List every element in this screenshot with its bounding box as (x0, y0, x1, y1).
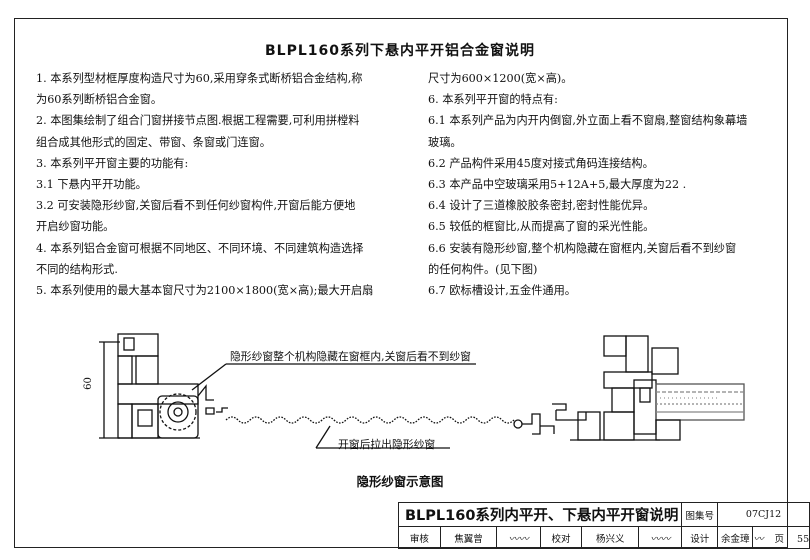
check-label: 校对 (539, 526, 583, 549)
label-pull-out-screen: 开窗后拉出隐形纱窗 (338, 438, 436, 451)
right-column: 尺寸为600×1200(宽×高)。 6. 本系列平开窗的特点有: 6.1 本系列… (428, 68, 758, 301)
left-frame-profile (117, 333, 228, 439)
review-label: 审核 (398, 526, 441, 549)
paragraph-line: 3. 本系列平开窗主要的功能有: (36, 156, 189, 170)
paragraph-line: 6.4 设计了三道橡胶胶条密封,密封性能优异。 (428, 199, 655, 213)
paragraph-line: 6. 本系列平开窗的特点有: (428, 93, 558, 107)
atlas-number: 07CJ12 (716, 502, 810, 527)
leader-line-top (191, 363, 227, 391)
design-label: 设计 (681, 526, 718, 549)
paragraph-line: 尺寸为600×1200(宽×高)。 (428, 72, 573, 85)
paragraph-line: 6.1 本系列产品为内开内倒窗,外立面上看不窗扇,整窗结构象幕墙 (428, 114, 748, 128)
paragraph-line: 为60系列断桥铝合金窗。 (36, 93, 163, 107)
paragraph-line: 玻璃。 (428, 135, 462, 149)
right-frame-profile (603, 335, 745, 441)
paragraph-line: 6.6 安装有隐形纱窗,整个机构隐藏在窗框内,关窗后看不到纱窗 (428, 241, 737, 255)
document-title: BLPL160系列下悬内平开铝合金窗说明 (265, 43, 535, 59)
dimension-value: 60 (82, 377, 94, 390)
review-signature: 〰〰 (496, 526, 541, 549)
paragraph-line: 开启纱窗功能。 (36, 220, 115, 234)
check-signature: 〰〰 (638, 526, 683, 549)
paragraph-line: 4. 本系列铝合金窗可根据不同地区、不同环境、不同建筑构造选择 (36, 241, 364, 255)
paragraph-line: 2. 本图集绘制了组合门窗拼接节点图.根据工程需要,可利用拼樘料 (36, 114, 360, 128)
diagram-caption: 隐形纱窗示意图 (356, 474, 444, 489)
leader-line-bottom (315, 425, 331, 449)
paragraph-line: 6.7 欧标槽设计,五金件通用。 (428, 284, 576, 298)
paragraph-line: 不同的结构形式. (36, 262, 118, 276)
title-block-main-title: BLPL160系列内平开、下悬内平开窗说明 (397, 502, 683, 527)
paragraph-line: 5. 本系列使用的最大基本窗尺寸为2100×1800(宽×高);最大开启扇 (36, 284, 374, 298)
paragraph-line: 组合成其他形式的固定、带窗、条窗或门连窗。 (36, 135, 271, 149)
paragraph-line: 6.2 产品构件采用45度对接式角码连接结构。 (428, 156, 654, 170)
atlas-label: 图集号 (681, 502, 718, 527)
page-number: 55 (797, 534, 810, 545)
page-label: 页 (774, 534, 785, 545)
check-name: 杨兴义 (581, 526, 640, 549)
design-name: 余金璋 (716, 526, 754, 549)
paragraph-line: 的任何构件。(见下图) (428, 262, 538, 276)
left-column: 1. 本系列型材框厚度构造尺寸为60,采用穿条式断桥铝合金结构,称 为60系列断… (36, 68, 396, 301)
title-block: BLPL160系列内平开、下悬内平开窗说明 图集号 07CJ12 审核 焦翼曾 … (397, 502, 810, 549)
paragraph-line: 1. 本系列型材框厚度构造尺寸为60,采用穿条式断桥铝合金结构,称 (36, 72, 363, 85)
screen-mesh-line (225, 416, 515, 424)
paragraph-line: 3.2 可安装隐形纱窗,关窗后看不到任何纱窗构件,开窗后能方便地 (36, 199, 356, 213)
page-cell: 〰 页 55 (752, 526, 810, 549)
paragraph-line: 6.3 本产品中空玻璃采用5+12A+5,最大厚度为22 . (428, 178, 687, 192)
design-signature: 〰 (753, 534, 764, 545)
review-name: 焦翼曾 (439, 526, 498, 549)
paragraph-line: 6.5 较低的框窗比,从而提高了窗的采光性能。 (428, 220, 655, 234)
paragraph-line: 3.1 下悬内平开功能。 (36, 178, 147, 192)
label-screen-hidden: 隐形纱窗整个机构隐藏在窗框内,关窗后看不到纱窗 (230, 350, 471, 363)
